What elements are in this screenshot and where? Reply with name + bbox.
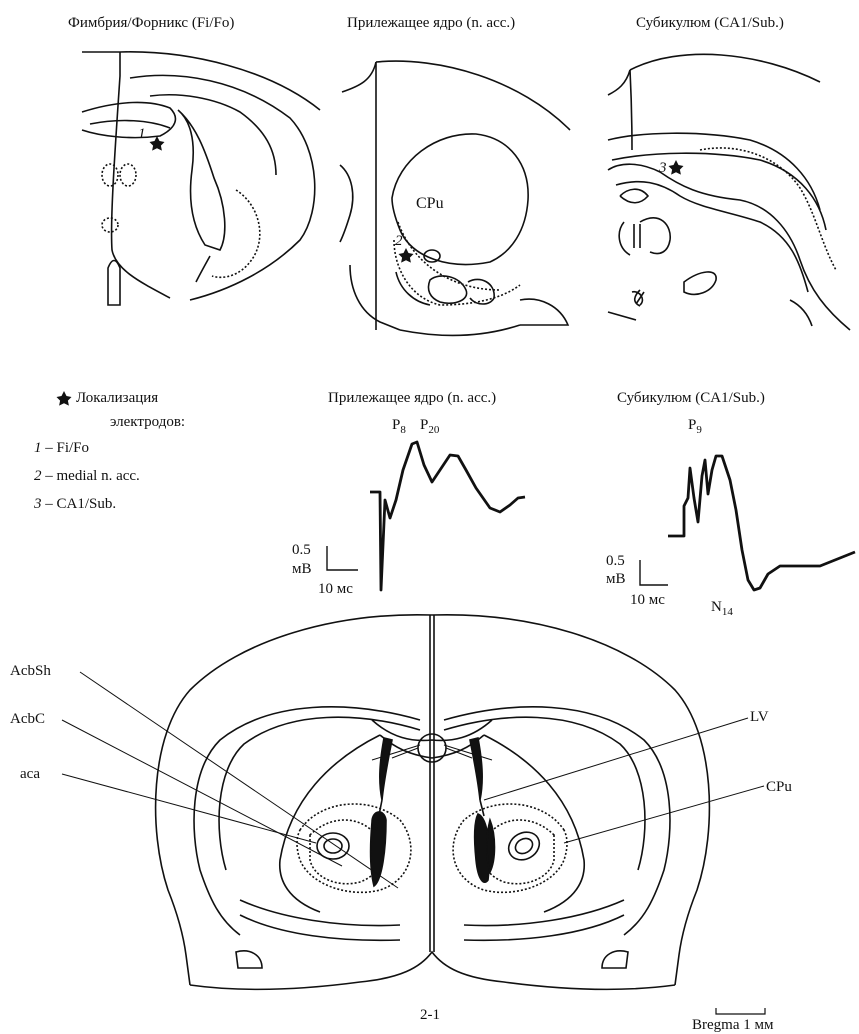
trace-title-subiculum: Субикулюм (CA1/Sub.) xyxy=(617,391,765,406)
section-subiculum xyxy=(608,54,850,330)
marker-label-3: 3 xyxy=(659,161,667,176)
peak-label-p8: P8 xyxy=(392,418,406,436)
peak-subscript: 8 xyxy=(400,424,406,436)
label-cpu-top: CPu xyxy=(416,196,444,212)
scale-unit-accumbens: мВ xyxy=(292,562,312,577)
legend-item-text: – Fi/Fo xyxy=(45,440,89,456)
marker-label-1: 1 xyxy=(138,127,146,142)
peak-subscript: 9 xyxy=(696,424,702,436)
scale-unit-subiculum: мВ xyxy=(606,572,626,587)
atlas-label-acbc: AcbC xyxy=(10,712,45,727)
peak-label-p9: P9 xyxy=(688,418,702,436)
scale-time-subiculum: 10 мс xyxy=(630,593,665,608)
legend-title-line1: Локализация xyxy=(76,391,158,406)
atlas-plate-number: 2-1 xyxy=(420,1008,440,1023)
legend-item-2: 2 – medial n. acc. xyxy=(34,469,140,484)
peak-subscript: 20 xyxy=(428,424,439,436)
section-accumbens xyxy=(340,61,570,335)
atlas-bregma-label: Bregma 1 мм xyxy=(692,1018,773,1033)
electrode-star-icon xyxy=(57,136,684,406)
atlas-section xyxy=(62,615,765,1014)
legend-item-3: 3 – CA1/Sub. xyxy=(34,497,116,512)
scale-bar-subiculum xyxy=(640,560,668,585)
scale-amp-accumbens: 0.5 xyxy=(292,543,311,558)
legend-item-text: – CA1/Sub. xyxy=(45,496,116,512)
marker-label-2: 2 xyxy=(395,234,403,249)
peak-letter: N xyxy=(711,599,722,615)
trace-subiculum xyxy=(668,456,855,590)
peak-label-n14: N14 xyxy=(711,600,733,618)
peak-label-p20: P20 xyxy=(420,418,439,436)
atlas-label-lv: LV xyxy=(750,710,769,725)
trace-accumbens xyxy=(370,442,525,590)
trace-title-accumbens: Прилежащее ядро (n. acc.) xyxy=(328,391,496,406)
scale-amp-subiculum: 0.5 xyxy=(606,554,625,569)
atlas-label-acbsh: AcbSh xyxy=(10,664,51,679)
section-fimbria xyxy=(82,52,320,305)
scale-bar-accumbens xyxy=(327,546,358,570)
scale-time-accumbens: 10 мс xyxy=(318,582,353,597)
legend-item-number: 3 xyxy=(34,496,42,512)
atlas-label-aca: aca xyxy=(20,767,40,782)
legend-title-line2: электродов: xyxy=(110,415,185,430)
legend-item-1: 1 – Fi/Fo xyxy=(34,441,89,456)
legend-item-number: 2 xyxy=(34,468,42,484)
legend-item-number: 1 xyxy=(34,440,42,456)
legend-item-text: – medial n. acc. xyxy=(45,468,140,484)
atlas-label-cpu: CPu xyxy=(766,780,792,795)
peak-subscript: 14 xyxy=(722,606,733,618)
